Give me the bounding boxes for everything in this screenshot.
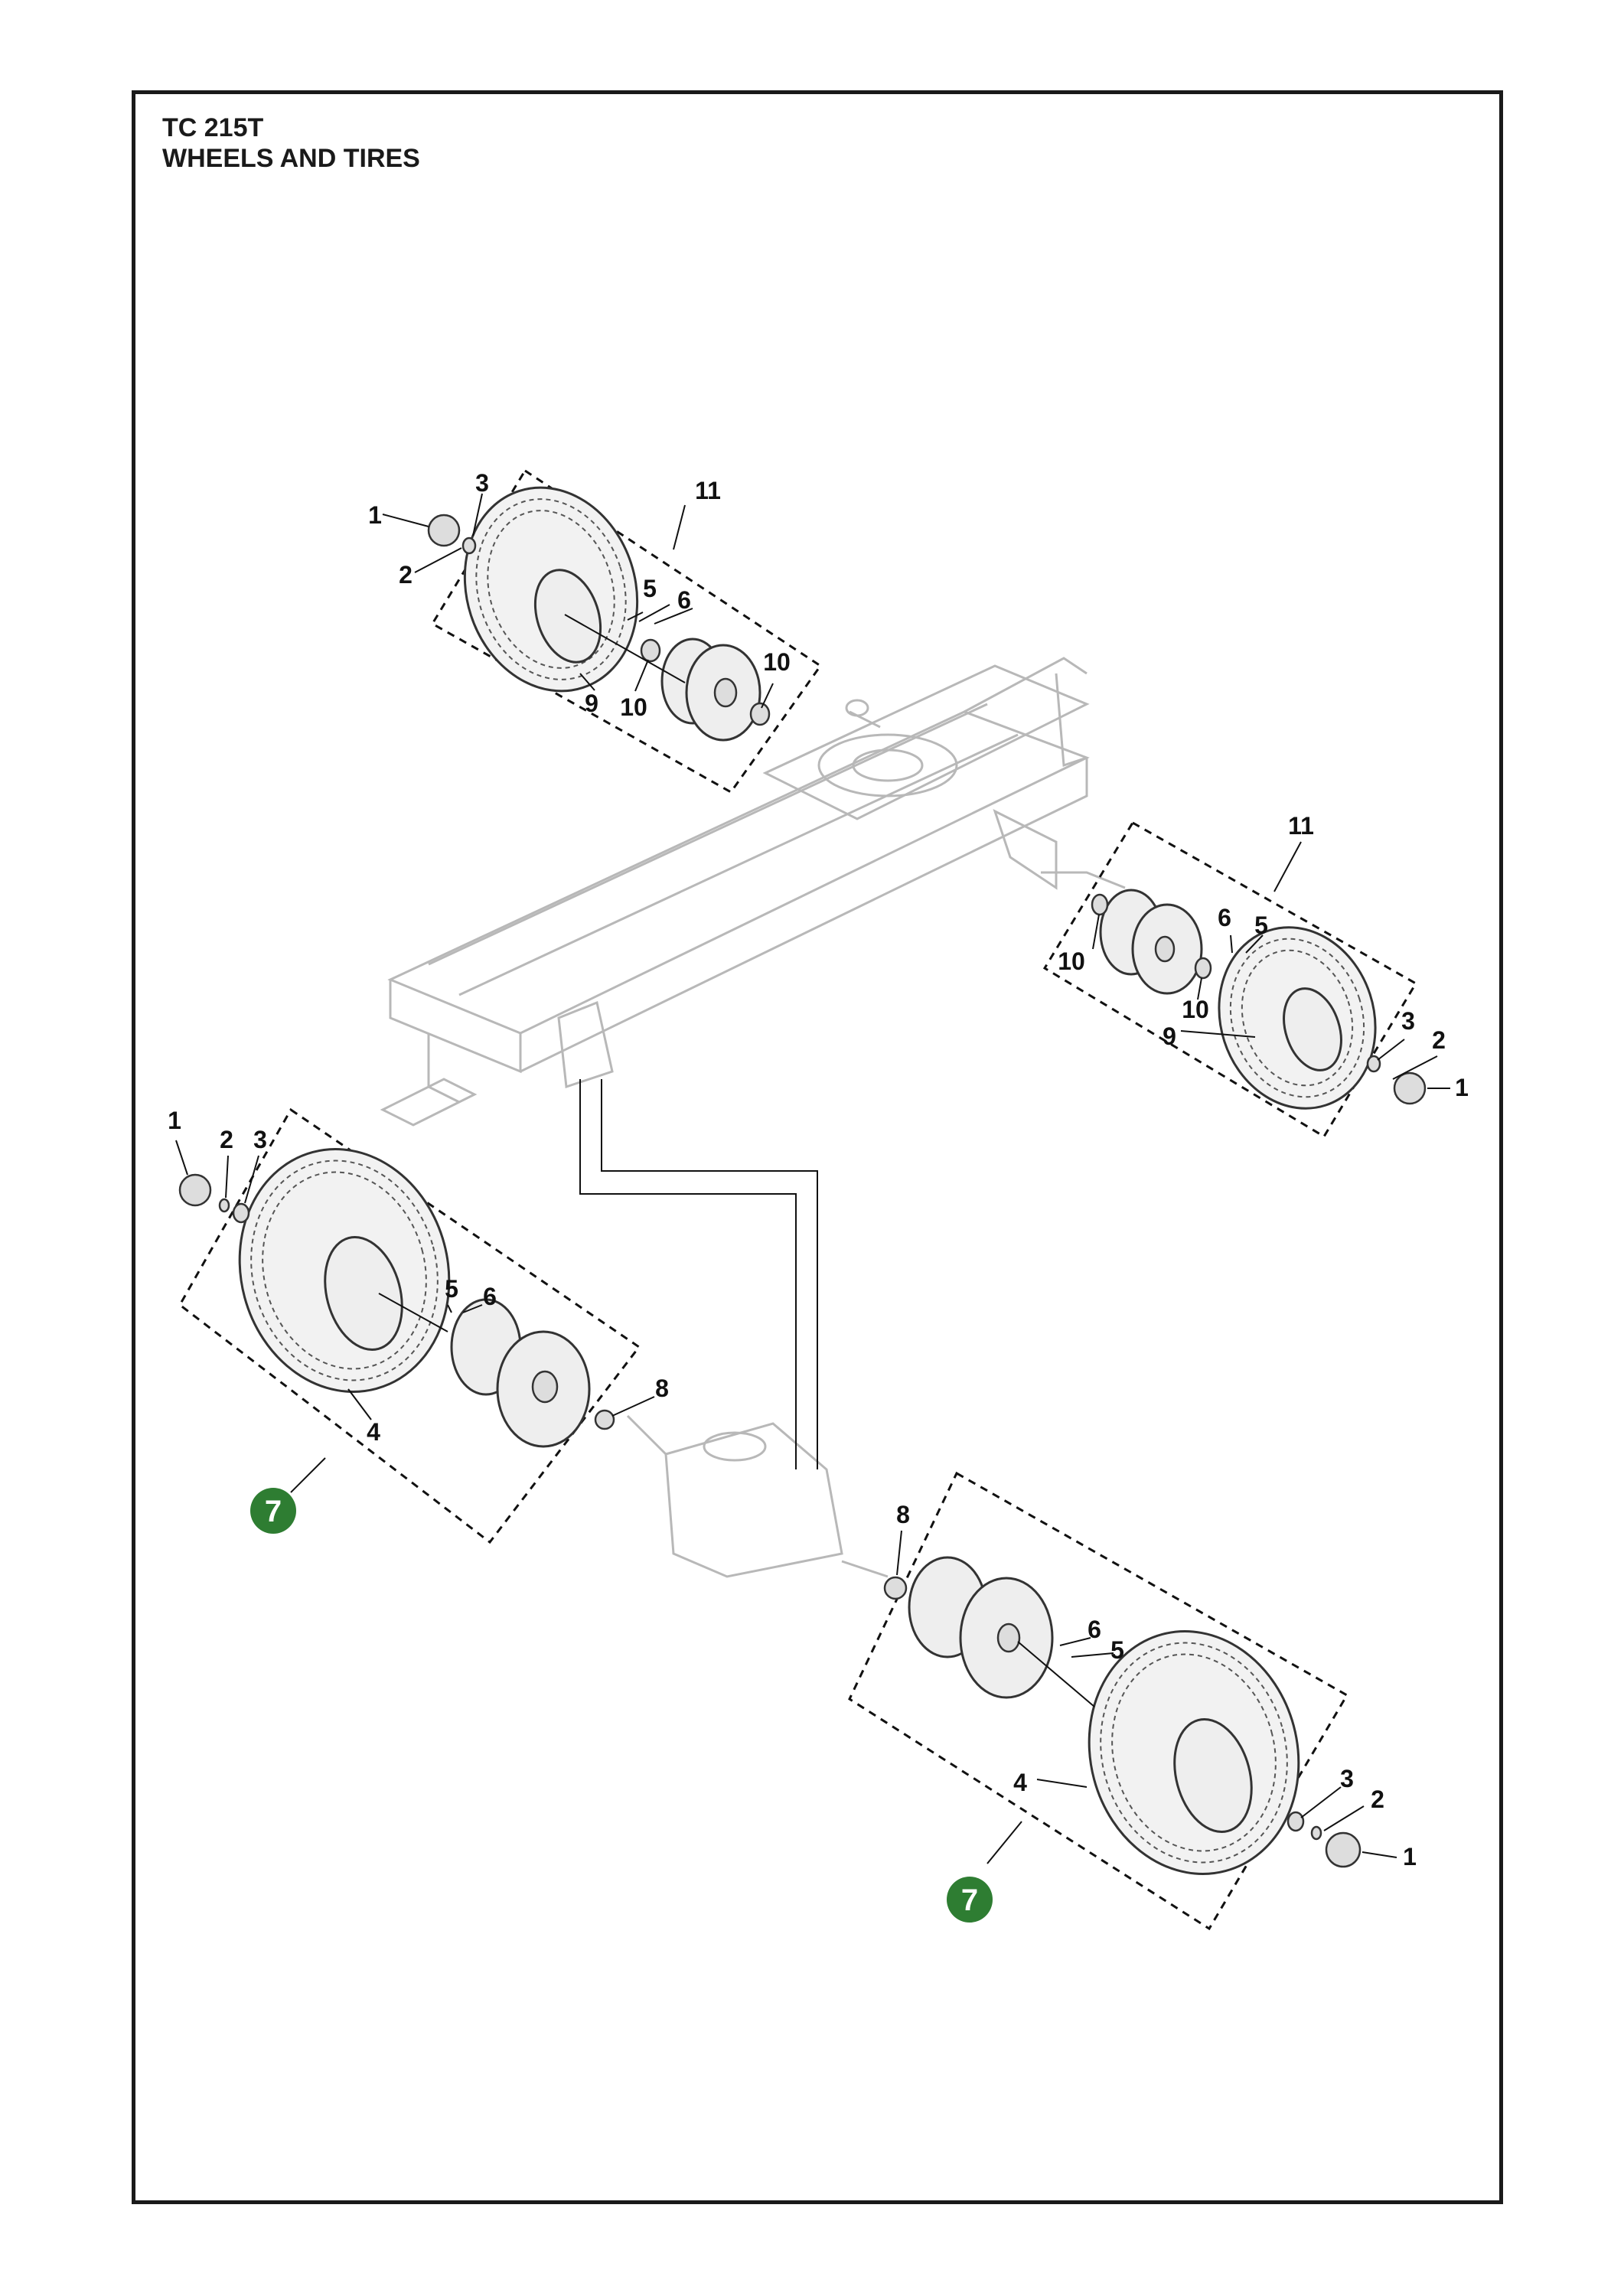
chassis-frame — [380, 657, 1126, 1127]
bearing-front-right-inner — [1091, 893, 1109, 916]
bearing-front-right-outer — [1194, 957, 1212, 980]
callout-washer: 3 — [475, 469, 489, 497]
kit-badge-rear-left — [250, 1488, 296, 1534]
tire-front-left — [463, 486, 639, 693]
tire-rear-right — [1088, 1630, 1300, 1875]
hub-cap-rear-right — [1325, 1831, 1361, 1868]
rim-front-right — [1099, 889, 1203, 995]
washer-rear-right — [1286, 1811, 1305, 1832]
callout-valve-cap: 6 — [1088, 1616, 1101, 1643]
callout-valve-cap: 6 — [677, 586, 691, 614]
callout-valve: 5 — [1110, 1636, 1124, 1664]
callout-bearing-a: 10 — [620, 693, 647, 721]
callout-valve-cap: 6 — [1218, 904, 1231, 931]
callout-bushing: 8 — [896, 1501, 910, 1528]
page-border — [132, 90, 1503, 2204]
bushing-rear-left — [594, 1409, 615, 1430]
bearing-front-left-inner — [640, 638, 661, 663]
bushing-rear-right — [883, 1576, 908, 1600]
callout-wheel-assembly: 11 — [695, 477, 721, 504]
page-title: TC 215T WHEELS AND TIRES — [162, 113, 420, 174]
callout-wheel-assembly: 11 — [1288, 812, 1314, 840]
callout-valve: 5 — [643, 575, 657, 602]
kit-badge-rear-right — [947, 1877, 993, 1923]
tire-rear-left — [238, 1148, 451, 1393]
callout-washer: 3 — [1401, 1007, 1415, 1035]
callout-valve: 5 — [1254, 912, 1268, 939]
washer-rear-left — [232, 1202, 250, 1224]
callout-tire: 9 — [1163, 1022, 1176, 1050]
callout-valve: 5 — [445, 1275, 458, 1303]
rim-rear-left — [450, 1298, 591, 1448]
callout-hub-cap: 1 — [1455, 1074, 1469, 1101]
callout-clip: 2 — [399, 561, 413, 589]
hub-cap-front-left — [427, 514, 461, 547]
callout-bearing-b: 10 — [1182, 996, 1209, 1023]
rear-left-wheel-group: 1 2 3 5 6 8 4 7 — [168, 1107, 669, 1544]
callout-tire: 4 — [367, 1418, 380, 1446]
model-name: TC 215T — [162, 113, 264, 142]
callout-tire: 9 — [585, 690, 598, 717]
callout-clip: 2 — [220, 1126, 233, 1153]
callout-bearing-a: 10 — [1058, 947, 1085, 975]
front-right-wheel-group: 6 5 10 10 9 3 2 1 11 — [1042, 812, 1469, 1139]
hub-cap-rear-left — [178, 1173, 212, 1207]
clip-rear-left — [218, 1198, 230, 1213]
bearing-front-left-outer — [749, 702, 771, 726]
callout-bushing: 8 — [655, 1375, 669, 1402]
rim-rear-right — [908, 1556, 1054, 1699]
clip-rear-right — [1310, 1825, 1322, 1841]
callout-valve-cap: 6 — [483, 1283, 497, 1310]
callout-hub-cap: 1 — [168, 1107, 181, 1134]
callout-hub-cap: 1 — [1403, 1843, 1417, 1870]
rear-right-wheel-group: 8 6 5 4 3 2 1 7 — [848, 1471, 1417, 1931]
callout-hub-cap: 1 — [368, 501, 382, 529]
callout-washer: 3 — [253, 1126, 267, 1153]
washer-front-left — [461, 536, 477, 555]
kit-badge-label: 7 — [265, 1495, 282, 1528]
kit-badge-label: 7 — [961, 1883, 978, 1917]
rim-front-left — [660, 638, 761, 742]
callout-bearing-b: 10 — [763, 648, 791, 676]
section-title: WHEELS AND TIRES — [162, 144, 420, 173]
transaxle — [626, 1414, 889, 1578]
callout-clip: 2 — [1371, 1786, 1384, 1813]
washer-front-right — [1366, 1055, 1381, 1073]
callout-tire: 4 — [1013, 1769, 1027, 1796]
callout-washer: 3 — [1340, 1765, 1354, 1792]
front-left-wheel-group: 1 3 2 5 6 9 10 10 11 — [368, 468, 823, 794]
callout-clip: 2 — [1432, 1026, 1446, 1054]
hub-cap-front-right — [1393, 1071, 1427, 1105]
tire-front-right — [1218, 926, 1377, 1110]
